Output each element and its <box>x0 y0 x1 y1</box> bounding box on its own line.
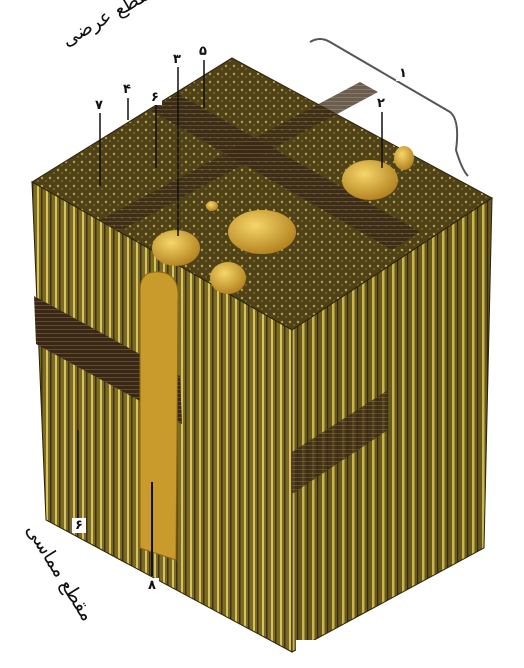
vessel-2 <box>394 146 414 170</box>
label-3: ۳ <box>170 52 184 67</box>
vessel-4 <box>228 210 296 254</box>
label-6-bottom: ۶ <box>72 518 86 533</box>
label-7: ۷ <box>92 98 106 113</box>
label-5: ۵ <box>196 44 210 59</box>
vessel-longitudinal <box>140 272 178 560</box>
label-1: ۱ <box>396 66 410 81</box>
label-6-top: ۶ <box>148 90 162 105</box>
label-2: ۲ <box>374 96 388 111</box>
label-8: ۸ <box>145 578 159 593</box>
vessel-3 <box>152 230 200 266</box>
label-4: ۴ <box>120 82 134 97</box>
vessel-5 <box>210 262 246 294</box>
vessel-1 <box>342 160 398 200</box>
vessel-6 <box>206 201 218 211</box>
base-mask <box>296 640 322 664</box>
